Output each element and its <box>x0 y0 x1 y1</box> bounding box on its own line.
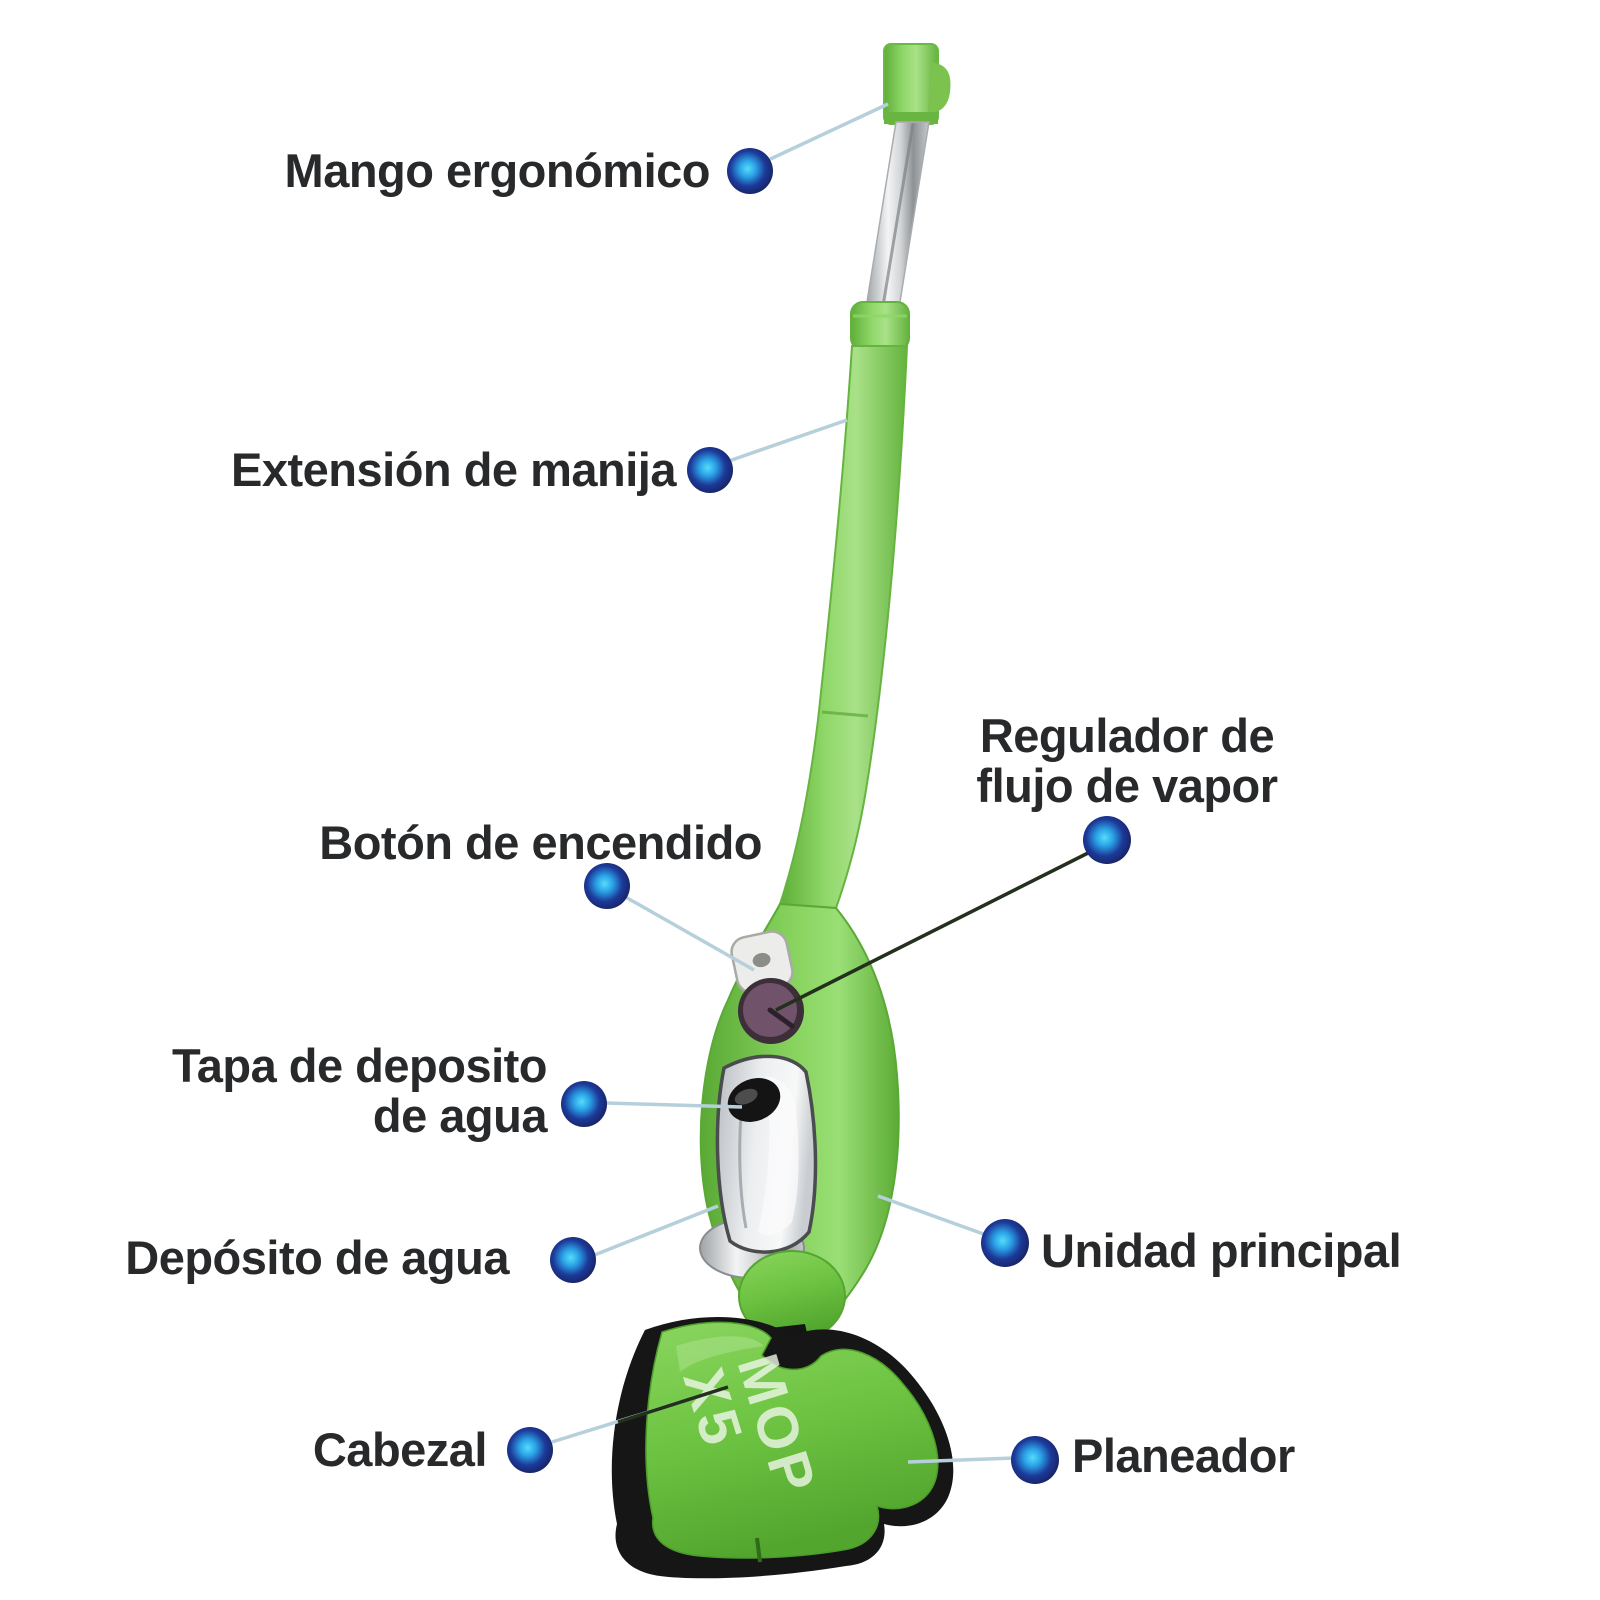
label-unidad-principal: Unidad principal <box>1041 1224 1402 1277</box>
leader-planeador <box>907 1456 1015 1464</box>
dot-planeador <box>1011 1436 1059 1484</box>
dot-cabezal <box>507 1427 553 1473</box>
leader-unidad <box>877 1194 990 1238</box>
steam-regulator-knob <box>738 978 804 1044</box>
label-tapa-line1: Tapa de deposito <box>172 1039 548 1092</box>
label-tapa-line2: de agua <box>372 1089 548 1142</box>
dot-tapa <box>561 1081 607 1127</box>
mop-head-top <box>645 1321 939 1559</box>
label-cabezal: Cabezal <box>312 1423 488 1476</box>
label-regulador-line2: flujo de vapor <box>976 759 1278 812</box>
callout-dots <box>507 148 1131 1484</box>
handle-shaft <box>778 345 909 910</box>
leader-tapa <box>605 1101 743 1109</box>
dot-unidad <box>981 1219 1029 1267</box>
dot-extension <box>687 447 733 493</box>
leader-deposito <box>591 1204 719 1258</box>
label-regulador-line1: Regulador de <box>979 709 1275 762</box>
label-tapa-de-deposito-de-agua: Tapa de deposito de agua <box>172 1039 548 1142</box>
label-boton-de-encendido: Botón de encendido <box>319 816 762 869</box>
mop-head-highlight <box>676 1336 764 1372</box>
label-regulador-de-flujo-de-vapor: Regulador de flujo de vapor <box>947 711 1307 811</box>
dot-deposito <box>550 1237 596 1283</box>
leader-mango <box>763 102 889 164</box>
label-mango-ergonomico: Mango ergonómico <box>284 144 711 197</box>
handle-grip <box>883 43 951 125</box>
leader-extension <box>725 418 848 464</box>
leader-regulador <box>775 849 1093 1012</box>
leader-cabezal-dark <box>617 1385 729 1424</box>
label-deposito-de-agua: Depósito de agua <box>125 1231 509 1284</box>
chrome-pole <box>865 121 930 309</box>
label-extension-de-manija: Extensión de manija <box>231 443 676 496</box>
dot-regulador <box>1083 816 1131 864</box>
tank-cap <box>727 1078 781 1122</box>
dot-boton <box>584 863 630 909</box>
leader-lines-dark <box>617 849 1093 1424</box>
shaft-seam <box>821 710 869 718</box>
pole-collar <box>850 301 910 351</box>
label-planeador: Planeador <box>1072 1429 1295 1482</box>
head-notch <box>755 1537 762 1563</box>
dot-mango <box>727 148 773 194</box>
leader-boton <box>621 893 755 972</box>
